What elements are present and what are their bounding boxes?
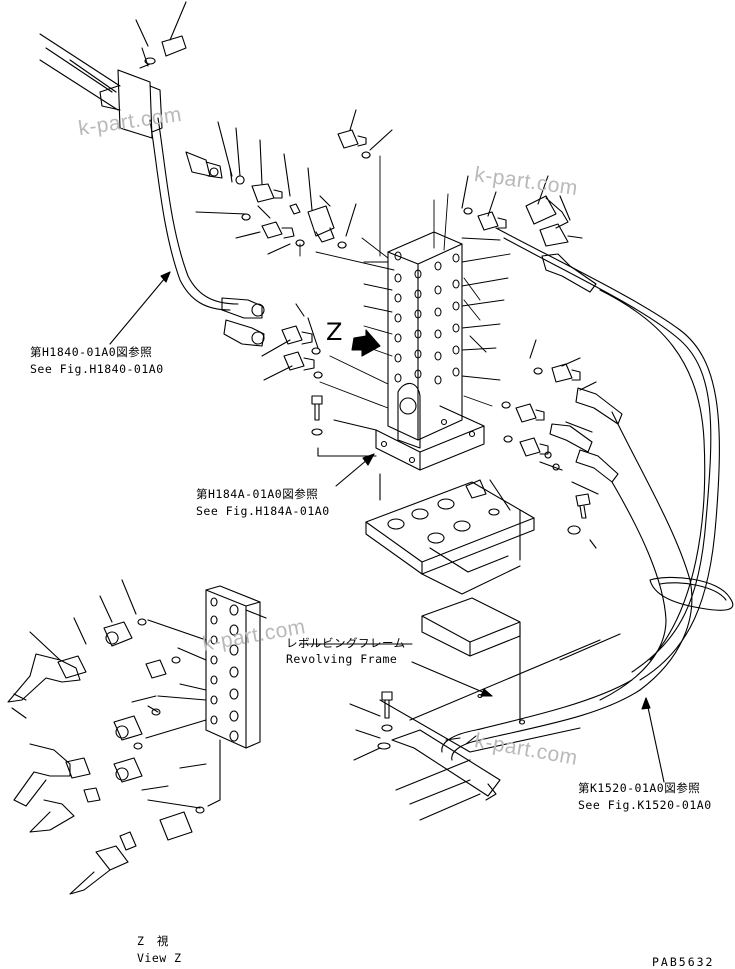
callout-h184a-jp: 第H184A-01A0図参照	[196, 487, 319, 501]
support-bracket	[366, 474, 534, 594]
callout-h184a-en: See Fig.H184A-01A0	[196, 504, 330, 518]
leader-k1520	[642, 698, 664, 782]
valve-block	[376, 232, 484, 470]
frame-member-top-left	[40, 2, 186, 138]
revolving-frame	[350, 598, 620, 820]
leader-revolving-frame	[300, 644, 492, 696]
callout-h1840-en: See Fig.H1840-01A0	[30, 362, 164, 376]
fittings-upper-left	[186, 122, 356, 380]
view-z-marker: Z	[326, 318, 343, 346]
callout-revolving-en: Revolving Frame	[286, 652, 398, 666]
hoses-right	[442, 228, 733, 760]
mounting-bolts	[312, 396, 376, 456]
view-z-caption-jp: Z 視	[137, 934, 172, 948]
view-z-fittings	[8, 580, 206, 894]
view-z-arrow	[352, 330, 380, 356]
valve-ports	[395, 252, 459, 384]
drawing-code: PAB5632	[652, 955, 715, 969]
view-z-plate	[206, 586, 266, 806]
valve-port-leaders	[300, 156, 510, 408]
leader-h1840	[110, 272, 170, 344]
callout-revolving-jp: レボルビングフレーム	[286, 636, 406, 650]
callout-h1840-jp: 第H1840-01A0図参照	[30, 345, 153, 359]
callout-k1520-en: See Fig.K1520-01A0	[578, 798, 712, 812]
fittings-right	[338, 110, 622, 548]
callout-k1520-jp: 第K1520-01A0図参照	[578, 781, 701, 795]
leader-h184a	[336, 454, 374, 486]
hose-left	[150, 118, 238, 310]
view-z-caption-en: View Z	[137, 951, 182, 965]
